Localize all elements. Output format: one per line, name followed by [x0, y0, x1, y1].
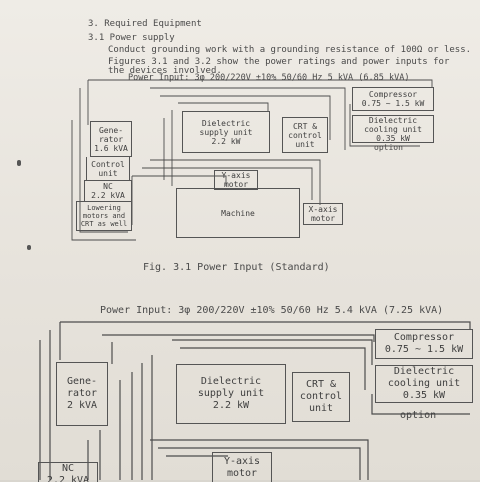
fig2-power-input: Power Input: 3φ 200/220V ±10% 50/60 Hz 5… [100, 305, 444, 316]
fig1-machine-box: Machine [176, 188, 300, 238]
fig2-compressor-box: Compressor 0.75 ~ 1.5 kW [375, 329, 473, 359]
fig2-option-label: option [400, 410, 437, 421]
body-line-1: Conduct grounding work with a grounding … [108, 45, 472, 55]
margin-mark [17, 160, 21, 166]
margin-mark [27, 245, 31, 250]
body-line-2: Figures 3.1 and 3.2 show the power ratin… [108, 57, 450, 67]
fig2-dielectric-supply-box: Dielectric supply unit 2.2 kW [176, 364, 286, 424]
fig2-generator-box: Gene- rator 2 kVA [56, 362, 108, 426]
fig1-option-label: option [374, 143, 403, 152]
fig1-generator-box: Gene- rator 1.6 kVA [90, 121, 132, 157]
fig1-crt-box: CRT & control unit [282, 117, 328, 153]
fig1-wiring [71, 79, 433, 241]
subsection-heading: 3.1 Power supply [88, 33, 175, 43]
fig1-lowering-box: Lowering motors and CRT as well [76, 201, 132, 231]
fig1-caption: Fig. 3.1 Power Input (Standard) [143, 262, 330, 273]
fig1-compressor-box: Compressor 0.75 ~ 1.5 kW [352, 87, 434, 111]
fig2-crt-box: CRT & control unit [292, 372, 350, 422]
fig1-x-motor-box: X-axis motor [303, 203, 343, 225]
fig1-dielectric-supply-box: Dielectric supply unit 2.2 kW [182, 111, 270, 153]
section-heading: 3. Required Equipment [88, 19, 202, 29]
fig1-cooling-box: Dielectric cooling unit 0.35 kW [352, 115, 434, 143]
body-line-3: the devices involved. [108, 66, 222, 76]
fig2-nc-box: NC 2.2 kVA [38, 462, 98, 482]
fig2-y-motor-box: Y-axis motor [212, 452, 272, 482]
fig1-y-motor-box: Y-axis motor [214, 170, 258, 190]
fig1-power-input: Power Input: 3φ 200/220V ±10% 50/60 Hz 5… [128, 73, 410, 83]
fig2-cooling-box: Dielectric cooling unit 0.35 kW [375, 365, 473, 403]
